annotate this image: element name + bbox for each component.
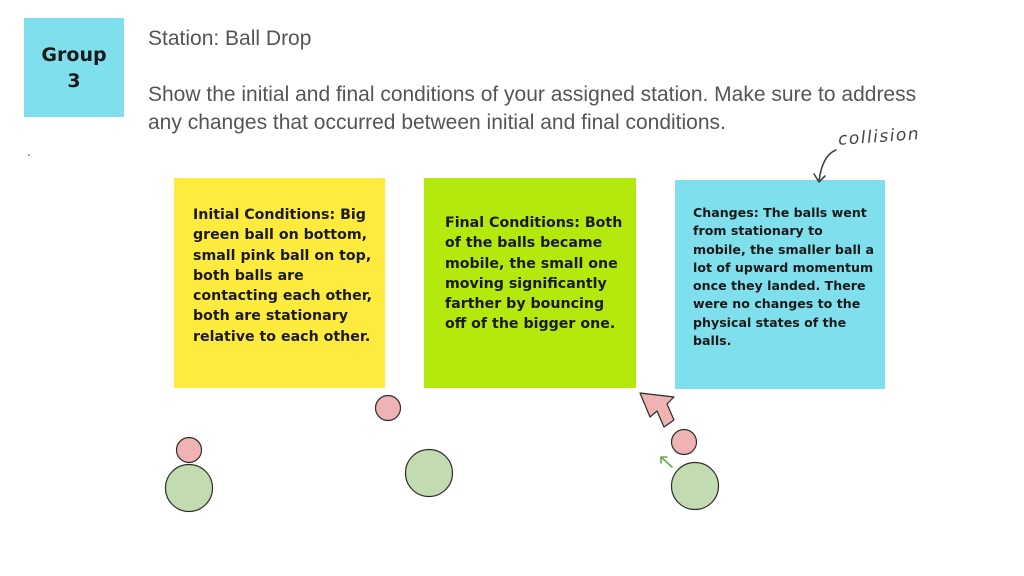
initial-conditions-text: Initial Conditions: Big green ball on bo… bbox=[193, 207, 373, 345]
changes-big-ball-icon bbox=[670, 461, 720, 511]
small-green-arrowhead-icon bbox=[660, 456, 668, 464]
group-number: 3 bbox=[67, 69, 81, 92]
final-conditions-note: Final Conditions: Both of the balls beca… bbox=[424, 178, 636, 388]
small-green-arrow-icon bbox=[660, 456, 673, 468]
station-title: Station: Ball Drop bbox=[148, 27, 312, 50]
changes-small-ball-icon bbox=[670, 428, 698, 456]
collision-arrow-icon bbox=[818, 149, 837, 182]
collision-handwritten-label: collision bbox=[837, 124, 921, 150]
initial-big-ball-icon bbox=[164, 463, 214, 513]
changes-note: Changes: The balls went from stationary … bbox=[675, 180, 885, 389]
changes-text: Changes: The balls went from stationary … bbox=[693, 205, 874, 349]
initial-small-ball-icon bbox=[175, 436, 203, 464]
stray-dot bbox=[28, 154, 30, 156]
instructions-text: Show the initial and final conditions of… bbox=[148, 83, 917, 134]
initial-conditions-note: Initial Conditions: Big green ball on bo… bbox=[174, 178, 385, 388]
final-conditions-text: Final Conditions: Both of the balls beca… bbox=[445, 215, 623, 333]
final-small-ball-icon bbox=[374, 394, 402, 422]
final-big-ball-icon bbox=[404, 448, 454, 498]
momentum-arrow-icon bbox=[639, 392, 675, 428]
group-label: Group bbox=[41, 43, 107, 66]
group-badge: Group 3 bbox=[24, 18, 124, 117]
